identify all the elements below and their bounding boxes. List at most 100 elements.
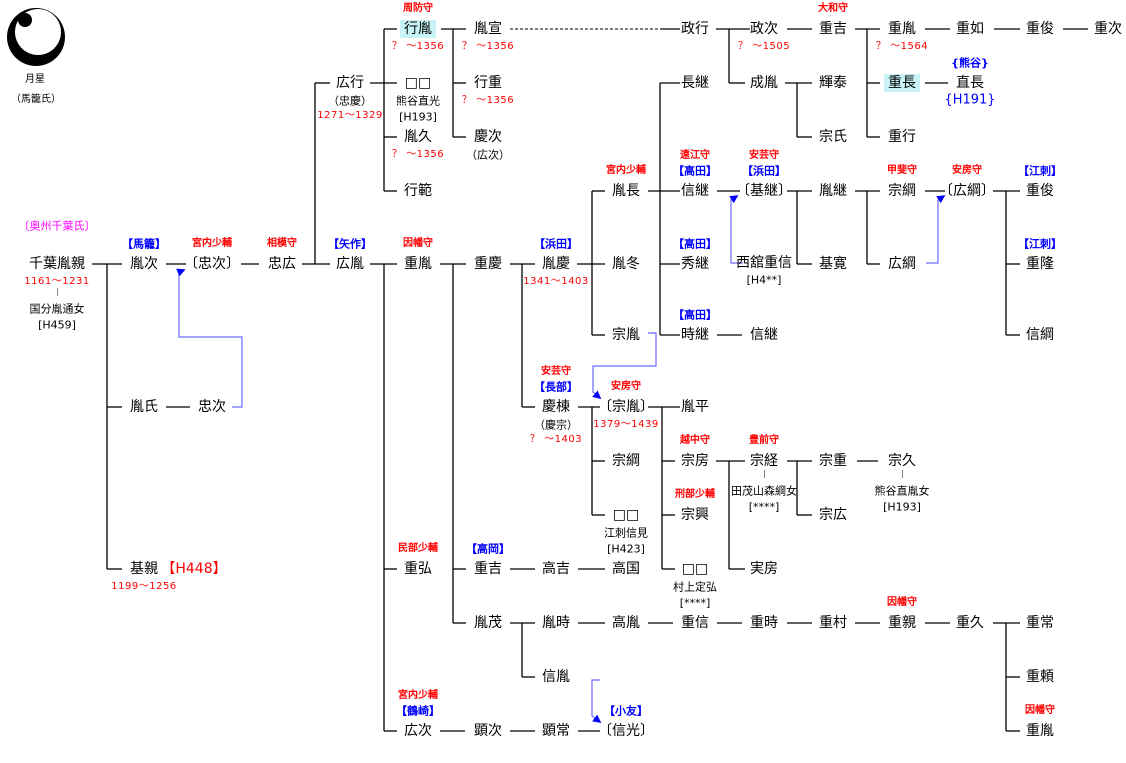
court-title-label: 宮内少輔: [192, 238, 232, 249]
person-name: 重胤: [404, 256, 432, 272]
person-name: 胤長: [612, 183, 640, 199]
person-name: 宗房: [681, 453, 709, 469]
house-name-label: 【高岡】: [466, 542, 510, 556]
reference-code: [H193]: [883, 500, 921, 514]
person-name: 胤時: [542, 615, 570, 631]
lifespan-dates: ？ ～1564: [875, 41, 929, 52]
person-name: 重次: [1094, 21, 1122, 37]
person-name: 宗経: [750, 453, 778, 469]
person-name: 重胤: [1026, 723, 1054, 739]
house-name-label: 【高田】: [673, 237, 717, 251]
person-name: 重隆: [1026, 256, 1054, 272]
reference-code: [****]: [679, 596, 711, 610]
person-name: 忠次: [198, 399, 226, 415]
person-name: 〔宗胤〕: [598, 399, 654, 415]
person-name: 高国: [612, 561, 640, 577]
person-name: 宗興: [681, 507, 709, 523]
person-name: 宗胤: [612, 327, 640, 343]
person-name: □□: [404, 75, 432, 91]
court-title-label: 大和守: [818, 3, 848, 14]
person-name: 重慶: [474, 256, 502, 272]
person-name: 広胤: [336, 256, 364, 272]
lifespan-dates: ？ ～1403: [529, 434, 583, 445]
person-name: 西舘重信: [736, 255, 792, 271]
person-name: 実房: [750, 561, 778, 577]
adoption-arrow: [592, 332, 657, 400]
person-name: 宗久: [888, 453, 916, 469]
alias-label: （広次）: [466, 148, 510, 162]
person-name: 長継: [681, 75, 709, 91]
marriage-tick: [902, 470, 903, 478]
court-title-label: 甲斐守: [887, 165, 917, 176]
person-name: 胤茂: [474, 615, 502, 631]
adoption-arrow: [591, 679, 602, 724]
person-name: 政次: [750, 21, 778, 37]
person-name-highlighted: 行胤: [400, 20, 436, 38]
reference-code: {H191}: [944, 92, 996, 108]
person-name: 重頼: [1026, 669, 1054, 685]
court-title-label: 宮内少輔: [606, 165, 646, 176]
house-name-label: 【高田】: [673, 164, 717, 178]
house-name-label: 【浜田】: [534, 237, 578, 251]
person-name: 宗綱: [612, 453, 640, 469]
person-name: 重俊: [1026, 21, 1054, 37]
adoption-arrow: [176, 268, 243, 408]
house-name-label: 【江刺】: [1018, 237, 1062, 251]
person-name: 宗広: [819, 507, 847, 523]
person-name: 宗重: [819, 453, 847, 469]
house-name-label: 【小友】: [604, 704, 648, 718]
person-name: 重久: [956, 615, 984, 631]
spouse-label: 熊谷直胤女: [874, 484, 930, 498]
person-name: 重弘: [404, 561, 432, 577]
lifespan-dates: ？ ～1356: [391, 41, 445, 52]
person-name: 重常: [1026, 615, 1054, 631]
house-name-label: 【高田】: [673, 308, 717, 322]
person-name: 顕次: [474, 723, 502, 739]
lifespan-dates: 1199～1256: [111, 581, 177, 592]
house-name-label: 【浜田】: [742, 164, 786, 178]
lifespan-dates: ？ ～1356: [461, 95, 515, 106]
person-name: 広綱: [888, 256, 916, 272]
person-name: 〔信光〕: [598, 723, 654, 739]
person-name: 重吉: [819, 21, 847, 37]
person-name: 重胤: [888, 21, 916, 37]
person-name: 基寛: [819, 256, 847, 272]
person-name: □□: [612, 507, 640, 523]
reference-code: [H4**]: [746, 273, 782, 287]
person-name: 重行: [888, 129, 916, 145]
person-name: 輝泰: [819, 75, 847, 91]
person-name: 重吉: [474, 561, 502, 577]
person-name: 信綱: [1026, 327, 1054, 343]
lifespan-dates: ？ ～1356: [461, 41, 515, 52]
person-name: 胤氏: [130, 399, 158, 415]
court-title-label: 越中守: [680, 435, 710, 446]
adoption-arrow: [926, 195, 946, 264]
person-name: 時継: [681, 327, 709, 343]
person-name: 信胤: [542, 669, 570, 685]
court-title-label: 安房守: [611, 381, 641, 392]
person-name: 基親: [130, 561, 158, 577]
person-name: 重時: [750, 615, 778, 631]
adoption-arrow: [729, 195, 743, 264]
court-title-label: 安芸守: [541, 366, 571, 377]
clan-label: 〔奥州千葉氏〕: [18, 219, 96, 233]
house-name-label: 【江刺】: [1018, 164, 1062, 178]
court-title-label: 豊前守: [749, 435, 779, 446]
court-title-label: 周防守: [403, 3, 433, 14]
person-name: 慶棟: [542, 399, 570, 415]
person-name-highlighted: 重長: [884, 74, 920, 92]
marriage-tick: [764, 470, 765, 478]
person-name: 胤久: [404, 129, 432, 145]
person-name: 胤宣: [474, 21, 502, 37]
person-name: 〔広綱〕: [939, 183, 995, 199]
person-name: 直長: [956, 75, 984, 91]
person-name: 成胤: [750, 75, 778, 91]
person-name: 胤慶: [542, 256, 570, 272]
person-name: 政行: [681, 21, 709, 37]
lifespan-dates: 1379～1439: [593, 419, 659, 430]
spouse-label: 村上定弘: [673, 580, 717, 594]
reference-code: [H459]: [38, 318, 76, 332]
person-name: 宗氏: [819, 129, 847, 145]
lifespan-dates: ？ ～1356: [391, 149, 445, 160]
court-title-label: 遠江守: [680, 150, 710, 161]
